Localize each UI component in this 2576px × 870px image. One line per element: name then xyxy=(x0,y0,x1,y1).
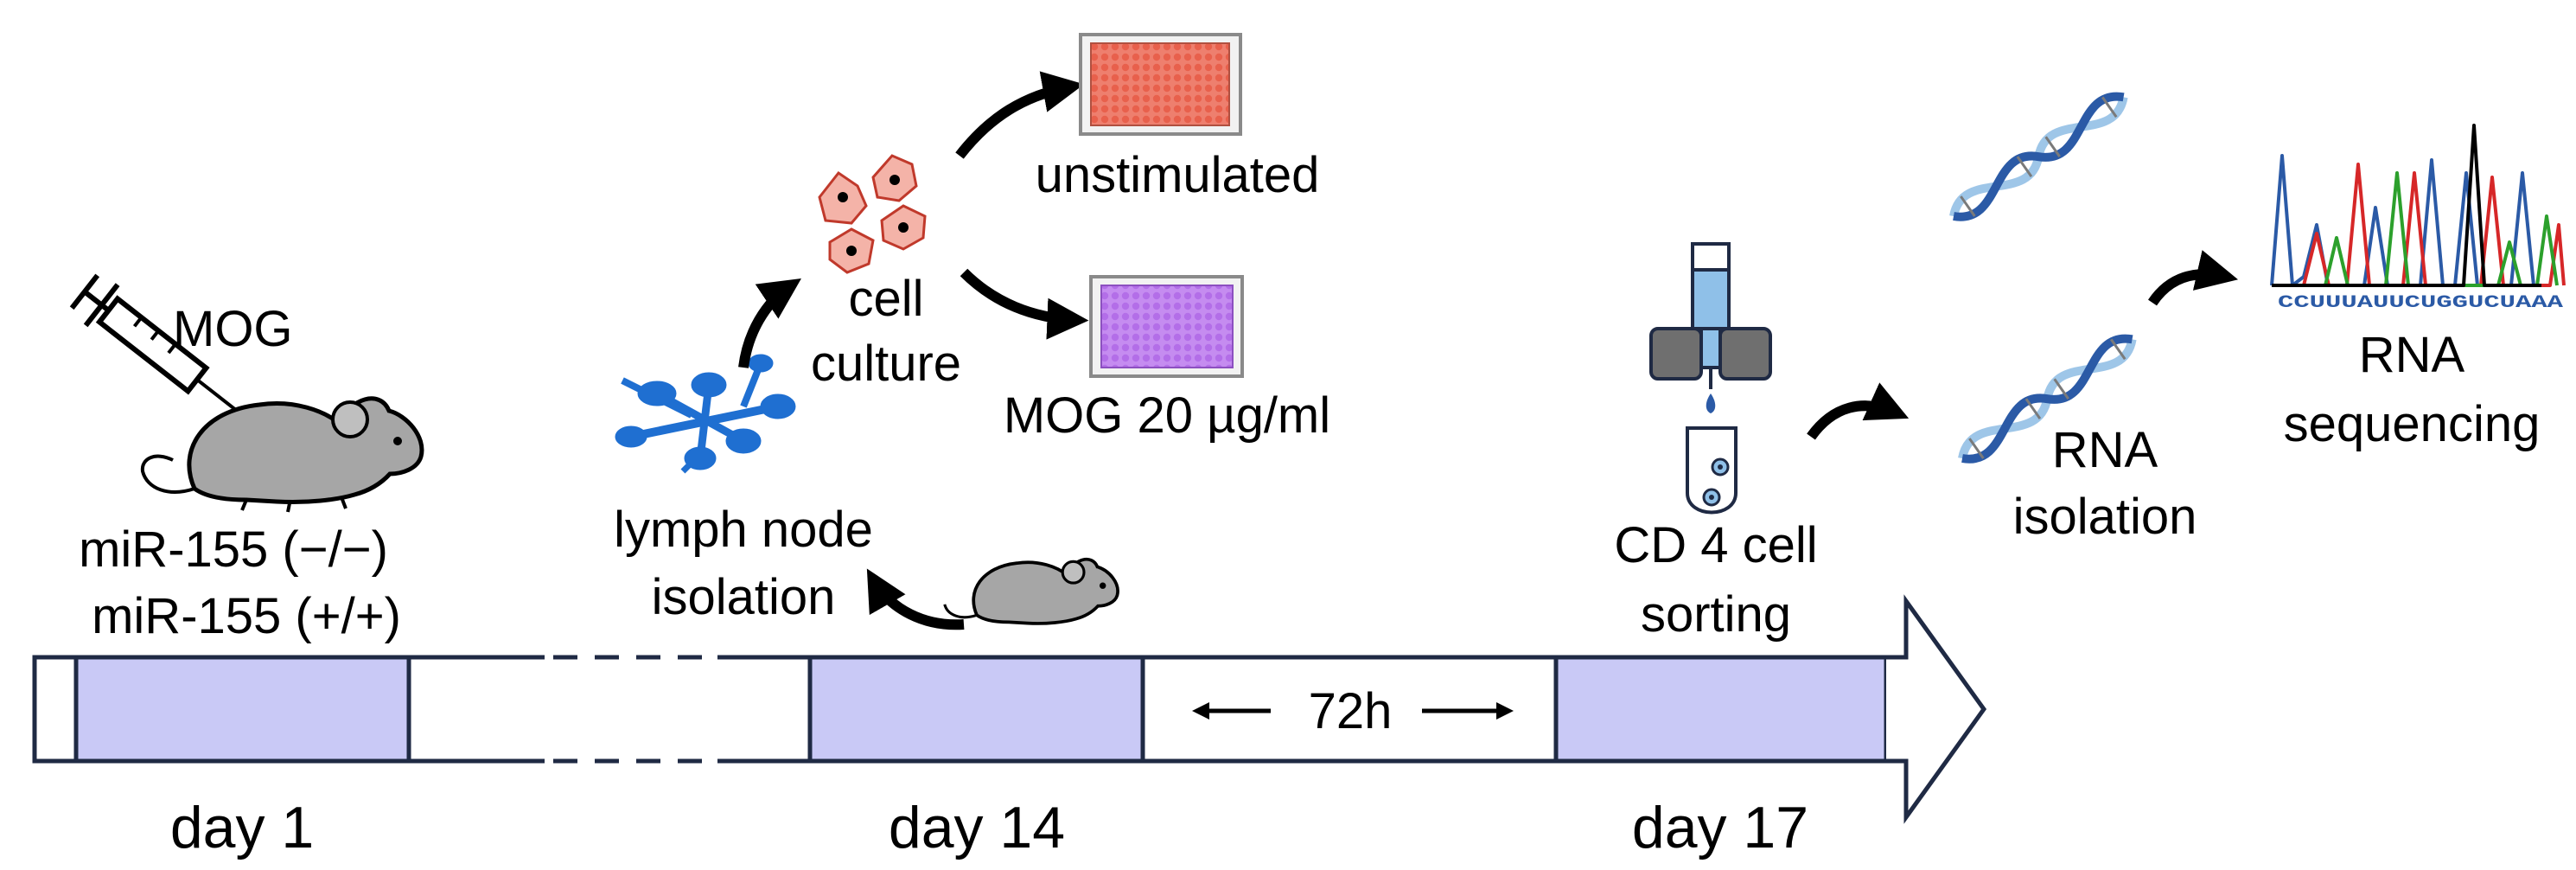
arrow-lymph-to-culture xyxy=(738,278,801,368)
cd4-sorting-label-line1: CD 4 cell xyxy=(1614,517,1817,573)
mog-immunization-label: MOG xyxy=(173,301,293,357)
lymph-node-icon xyxy=(615,354,796,474)
cells-icon xyxy=(818,154,927,274)
timeline-day1-band xyxy=(73,655,411,764)
mouse-icon xyxy=(140,396,424,513)
mouse-icon-small xyxy=(943,557,1119,625)
timeline-day17-band xyxy=(1553,655,1889,764)
sequence-text: CCUUUAUUCUGGUCUAAA xyxy=(2278,293,2563,313)
cell-culture-label-line2: culture xyxy=(811,336,961,392)
day-label-1: day 1 xyxy=(170,795,314,860)
arrow-mouse-to-lymph xyxy=(866,568,965,630)
mir-knockout-label: miR-155 (−/−) xyxy=(79,521,388,578)
cd4-sorting-label-line2: sorting xyxy=(1641,586,1791,643)
well-plate-icon-mog xyxy=(1089,275,1244,378)
dna-icon xyxy=(1949,92,2137,464)
arrow-culture-to-mog xyxy=(960,268,1089,340)
arrow-rna-to-seq xyxy=(2148,250,2239,306)
interval-arrow: 72h xyxy=(1192,683,1514,739)
interval-label: 72h xyxy=(1309,683,1393,739)
day-label-14: day 14 xyxy=(889,795,1065,860)
well-plate-icon xyxy=(1079,33,1242,136)
rna-isolation-label-line2: isolation xyxy=(2013,489,2197,545)
timeline-day14-band xyxy=(807,655,1145,764)
cell-sorter-icon xyxy=(1649,242,1772,515)
arrow-sort-to-rna xyxy=(1807,382,1910,440)
rna-isolation-label-line1: RNA xyxy=(2052,422,2158,478)
lymph-node-label-line1: lymph node xyxy=(614,502,873,558)
mir-wildtype-label: miR-155 (+/+) xyxy=(92,588,401,644)
cell-culture-label-line1: cell xyxy=(848,271,923,327)
rna-sequencing-label-line1: RNA xyxy=(2359,327,2465,383)
mog-dose-label: MOG 20 µg/ml xyxy=(1004,387,1330,444)
timeline-arrowhead xyxy=(1886,594,1987,824)
rna-sequencing-label-line2: sequencing xyxy=(2284,396,2541,452)
timeline-gap-segment xyxy=(409,655,810,764)
timeline-segment-start xyxy=(32,655,79,764)
day-label-17: day 17 xyxy=(1632,795,1808,860)
chromatogram-icon xyxy=(2270,124,2566,287)
syringe-icon xyxy=(69,273,236,411)
lymph-node-label-line2: isolation xyxy=(652,569,836,625)
unstimulated-label: unstimulated xyxy=(1036,147,1320,203)
arrow-culture-to-unstimulated xyxy=(955,71,1085,159)
